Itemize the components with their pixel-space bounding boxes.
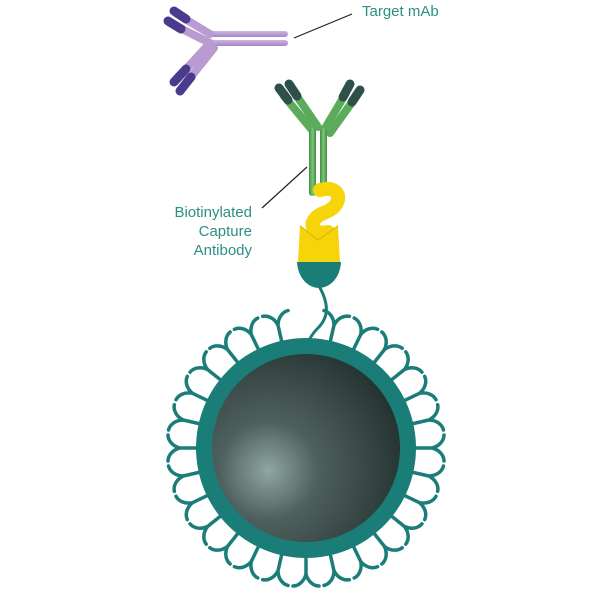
bead-core [212, 354, 400, 542]
bead-ligand [188, 350, 224, 383]
bead-ligand [291, 554, 321, 588]
biotin-hook-icon [305, 182, 345, 240]
bead-ligand [166, 433, 200, 463]
bead-ligand [208, 330, 241, 366]
bead-ligand [409, 464, 446, 494]
bead-ligand [388, 350, 424, 383]
bead-ligand [260, 308, 290, 345]
bead-ligand [401, 493, 438, 522]
target-mab-fc-region [206, 31, 288, 37]
target-mab-lower-arm [169, 39, 218, 96]
capture-antibody-right-arm [320, 79, 365, 137]
bead-ligand [412, 433, 446, 463]
bead-ligand [232, 543, 261, 580]
magnetic-bead-icon [196, 338, 416, 558]
capture-antibody-label-line-3: Antibody [193, 242, 252, 259]
bead-ligand [388, 513, 424, 546]
capture-antibody-left-arm [274, 79, 322, 134]
bead-ligand [260, 551, 290, 588]
target-mab-upper-arm [163, 6, 214, 47]
capture-antibody-fc-region [309, 128, 327, 196]
target-mab-icon [163, 6, 353, 96]
bead-ligand [174, 374, 211, 403]
bead-ligand [188, 513, 224, 546]
bead-ligand [322, 551, 352, 588]
streptavidin-block-icon [298, 225, 340, 262]
bead-ligand [232, 316, 261, 353]
capture-antibody-leader-line [261, 166, 308, 209]
target-mab-label: Target mAb [362, 3, 439, 20]
bead-ligand [322, 308, 352, 345]
bead-ligand-group [166, 308, 446, 588]
bead-ligand [351, 316, 380, 353]
bead-ligand [371, 330, 404, 366]
bead-ligand [351, 543, 380, 580]
bead-ligand [401, 374, 438, 403]
capture-antibody-label-line-2: Capture [198, 223, 252, 240]
bead-ligand [166, 464, 203, 494]
bead-ligand [409, 402, 446, 432]
bead-ligand [208, 530, 241, 566]
linker-cup [297, 262, 341, 288]
capture-antibody-icon [261, 79, 365, 209]
bead-ligand [371, 530, 404, 566]
bead-ligand [174, 493, 211, 522]
capture-antibody-label-line-1: Biotinylated [174, 204, 252, 221]
capture-antibody-label: Biotinylated Capture Antibody [174, 203, 252, 260]
target-mab-leader-line [293, 13, 353, 39]
bead-ligand [166, 402, 203, 432]
